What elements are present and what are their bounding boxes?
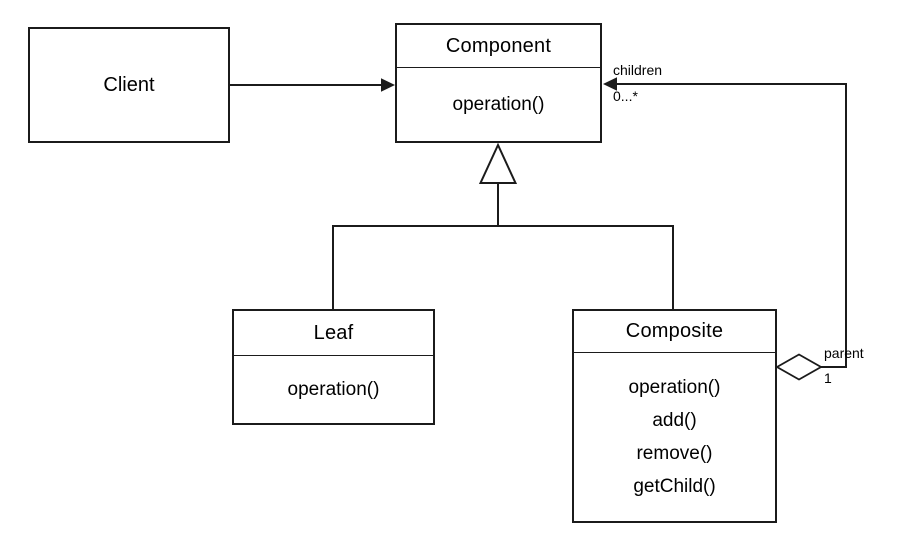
method-label: operation()	[628, 377, 721, 398]
class-title-leaf: Leaf	[234, 311, 433, 356]
association-client-component	[230, 78, 395, 92]
method-label: operation()	[452, 94, 545, 115]
arrowhead-right-icon	[381, 78, 395, 92]
edge-label-children-multiplicity: 0...*	[613, 88, 638, 104]
method-label: getChild()	[633, 476, 716, 497]
edge-label-children: children	[613, 62, 663, 78]
class-box-client: Client	[28, 27, 230, 143]
class-methods-composite: operation() add() remove() getChild()	[574, 353, 775, 521]
class-methods-component: operation()	[397, 68, 600, 141]
edge-label-parent-multiplicity: 1	[824, 370, 832, 386]
inheritance-triangle-icon	[478, 142, 518, 184]
class-title-client: Client	[103, 73, 155, 96]
method-label: operation()	[287, 379, 380, 400]
class-title-composite: Composite	[574, 311, 775, 353]
class-title-component: Component	[397, 25, 600, 68]
edge-label-parent: parent	[824, 345, 864, 361]
method-label: remove()	[636, 443, 713, 464]
class-box-leaf: Leaf operation()	[232, 309, 435, 425]
class-box-composite: Composite operation() add() remove() get…	[572, 309, 777, 523]
aggregation-diamond-icon	[775, 353, 823, 381]
class-methods-leaf: operation()	[234, 356, 433, 423]
method-label: add()	[652, 410, 697, 431]
generalization-edges	[332, 142, 674, 309]
class-box-component: Component operation()	[395, 23, 602, 143]
